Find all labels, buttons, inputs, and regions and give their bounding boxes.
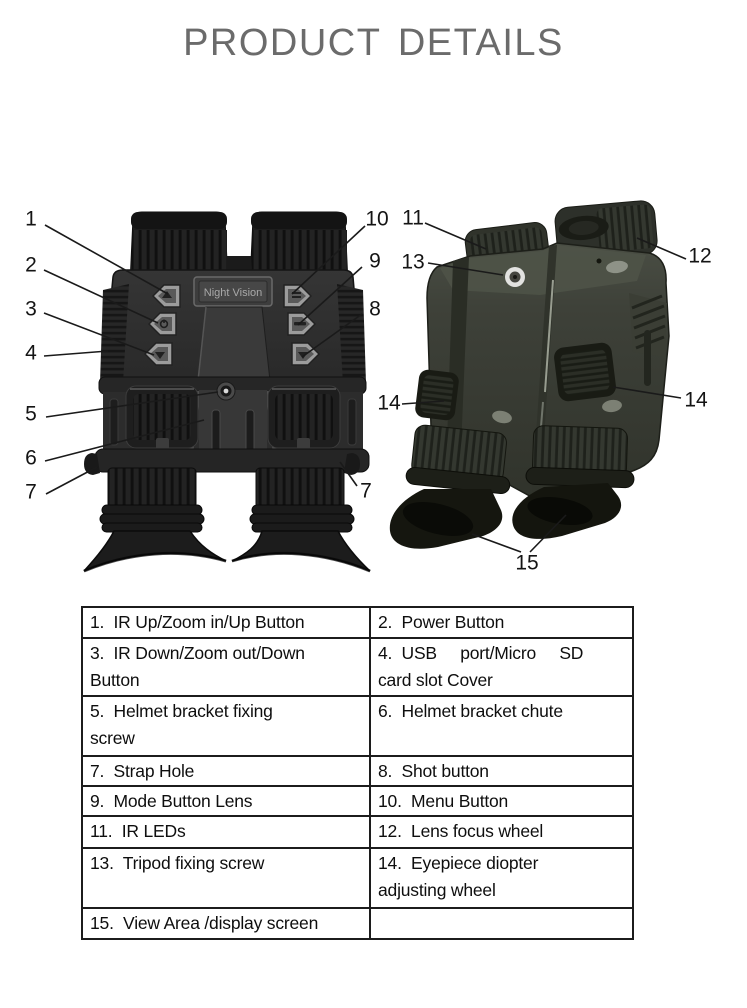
diopter-wheel-left <box>415 369 459 421</box>
table-row: 9. Mode Button Lens 10. Menu Button <box>81 785 634 817</box>
strap-hole-right <box>344 453 360 475</box>
binoculars-rear-view <box>389 200 670 549</box>
table-row: 1. IR Up/Zoom in/Up Button 2. Power Butt… <box>81 606 634 639</box>
table-cell-5: 5. Helmet bracket fixing screw <box>81 695 371 757</box>
center-column <box>199 390 267 454</box>
page-title: PRODUCT DETAILS <box>183 22 564 64</box>
ir-up-button <box>151 284 181 308</box>
parts-table: 1. IR Up/Zoom in/Up Button 2. Power Butt… <box>81 606 634 940</box>
night-vision-label: Night Vision <box>204 287 263 299</box>
callout-label-1: 1 <box>25 207 37 231</box>
side-grip-ribs <box>629 293 667 357</box>
callout-label-5: 5 <box>25 402 37 426</box>
table-cell-16 <box>369 907 634 940</box>
callout-label-11: 11 <box>402 206 424 230</box>
tripod-fixing-screw <box>505 267 525 287</box>
table-row: 15. View Area /display screen <box>81 907 634 940</box>
table-cell-4: 4. USB port/Micro SD card slot Cover <box>369 637 634 697</box>
table-row: 11. IR LEDs 12. Lens focus wheel <box>81 815 634 849</box>
table-cell-1: 1. IR Up/Zoom in/Up Button <box>81 606 371 639</box>
eyepieces-front <box>83 467 371 573</box>
callout-label-14-left: 14 <box>377 391 401 415</box>
callout-label-4: 4 <box>25 341 37 365</box>
mode-button <box>287 312 317 336</box>
table-row: 13. Tripod fixing screw 14. Eyepiece dio… <box>81 847 634 909</box>
power-button <box>147 312 177 336</box>
callout-label-12: 12 <box>688 244 712 268</box>
table-row: 5. Helmet bracket fixing screw 6. Helmet… <box>81 695 634 757</box>
diopter-wheel-right <box>554 342 616 402</box>
callout-label-7-right: 7 <box>360 479 372 503</box>
callout-label-14-right: 14 <box>684 388 708 412</box>
helmet-bracket-chute <box>125 385 341 449</box>
table-cell-6: 6. Helmet bracket chute <box>369 695 634 757</box>
table-cell-13: 13. Tripod fixing screw <box>81 847 371 909</box>
table-cell-11: 11. IR LEDs <box>81 815 371 849</box>
callout-label-7-left: 7 <box>25 480 37 504</box>
binoculars-front-view: Night Vision <box>83 211 371 573</box>
callout-label-9: 9 <box>369 249 381 273</box>
night-vision-plate: Night Vision <box>193 276 273 307</box>
callout-label-15: 15 <box>515 551 539 575</box>
table-cell-12: 12. Lens focus wheel <box>369 815 634 849</box>
table-cell-2: 2. Power Button <box>369 606 634 639</box>
table-row: 7. Strap Hole 8. Shot button <box>81 755 634 787</box>
strap-hole-left <box>84 453 100 475</box>
table-row: 3. IR Down/Zoom out/Down Button 4. USB p… <box>81 637 634 697</box>
table-cell-7: 7. Strap Hole <box>81 755 371 787</box>
table-cell-3: 3. IR Down/Zoom out/Down Button <box>81 637 371 697</box>
table-cell-10: 10. Menu Button <box>369 785 634 817</box>
table-cell-15: 15. View Area /display screen <box>81 907 371 940</box>
table-cell-14: 14. Eyepiece diopter adjusting wheel <box>369 847 634 909</box>
ir-down-button <box>143 342 173 366</box>
helmet-bracket-screw <box>216 381 236 401</box>
left-grip-ribs <box>100 284 129 383</box>
callout-label-6: 6 <box>25 446 37 470</box>
callout-label-10: 10 <box>365 207 389 231</box>
callout-label-8: 8 <box>369 297 381 321</box>
callout-label-3: 3 <box>25 297 37 321</box>
callout-label-13: 13 <box>401 250 425 274</box>
eyepieces-rear <box>389 424 635 549</box>
right-grip-ribs <box>337 284 366 383</box>
table-cell-8: 8. Shot button <box>369 755 634 787</box>
product-diagram: Night Vision <box>43 200 687 573</box>
table-cell-9: 9. Mode Button Lens <box>81 785 371 817</box>
leader-lines <box>43 222 687 553</box>
callout-label-2: 2 <box>25 253 37 277</box>
